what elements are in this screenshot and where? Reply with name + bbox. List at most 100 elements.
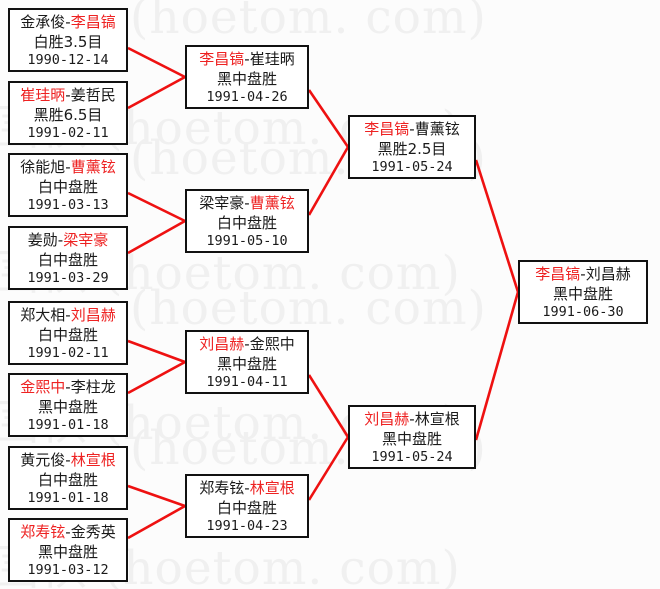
- match-players: 黄元俊-林宣根: [10, 451, 126, 471]
- match-players: 姜勋-梁宰豪: [10, 231, 126, 251]
- match-result: 黑中盘胜: [381, 429, 442, 448]
- match-date: 1991-03-12: [27, 562, 109, 578]
- match-players: 郑寿铉-林宣根: [187, 479, 307, 499]
- connector-line: [127, 504, 186, 540]
- player-loser: 姜哲民: [70, 86, 116, 104]
- player-winner: 郑寿铉: [20, 523, 66, 541]
- match-date: 1991-01-18: [27, 490, 109, 506]
- match-result: 白中盘胜: [37, 250, 98, 269]
- match-players: 崔珪昞-姜哲民: [10, 86, 126, 106]
- match-result: 黑中盘胜: [216, 354, 277, 373]
- player-winner: 林宣根: [249, 479, 295, 497]
- player-loser: 李柱龙: [70, 378, 116, 396]
- player-winner: 崔珪昞: [20, 86, 66, 104]
- player-loser: 梁宰豪: [199, 194, 245, 212]
- connector-line: [127, 339, 186, 364]
- player-winner: 李昌镐: [535, 265, 581, 283]
- match-result: 黑胜6.5目: [33, 105, 103, 124]
- match-date: 1991-01-18: [27, 417, 109, 433]
- match-players: 徐能旭-曹薰铉: [10, 158, 126, 178]
- player-separator: -: [409, 410, 415, 428]
- match-players: 刘昌赫-金熙中: [187, 335, 307, 355]
- connector-line: [127, 46, 186, 79]
- match-date: 1991-04-23: [206, 518, 288, 534]
- match-players: 李昌镐-刘昌赫: [520, 265, 646, 285]
- match-players: 郑大相-刘昌赫: [10, 306, 126, 326]
- match-players: 郑寿铉-金秀英: [10, 523, 126, 543]
- player-separator: -: [244, 50, 250, 68]
- connector-line: [307, 146, 350, 216]
- player-separator: -: [244, 194, 250, 212]
- match-result: 黑中盘胜: [552, 284, 613, 303]
- player-separator: -: [244, 335, 250, 353]
- player-loser: 金熙中: [249, 335, 295, 353]
- player-winner: 李昌镐: [199, 50, 245, 68]
- match-result: 白中盘胜: [216, 498, 277, 517]
- player-loser: 姜勋: [27, 231, 58, 249]
- player-separator: -: [65, 523, 71, 541]
- connector-line: [127, 191, 186, 223]
- player-separator: -: [580, 265, 586, 283]
- connector-line: [474, 159, 520, 293]
- player-loser: 崔珪昞: [249, 50, 295, 68]
- player-loser: 曹薰铉: [414, 120, 460, 138]
- connector-line: [127, 75, 186, 110]
- player-separator: -: [65, 306, 71, 324]
- match-result: 黑胜2.5目: [377, 139, 447, 158]
- player-loser: 林宣根: [414, 410, 460, 428]
- match-date: 1991-05-24: [371, 159, 453, 175]
- player-loser: 郑寿铉: [199, 479, 245, 497]
- player-winner: 刘昌赫: [70, 306, 116, 324]
- player-winner: 曹薰铉: [249, 194, 295, 212]
- match-date: 1991-06-30: [542, 304, 624, 320]
- player-loser: 黄元俊: [20, 451, 66, 469]
- connector-line: [307, 374, 350, 438]
- player-winner: 林宣根: [70, 451, 116, 469]
- match-result: 白中盘胜: [216, 213, 277, 232]
- match-result: 白中盘胜: [37, 470, 98, 489]
- player-winner: 李昌镐: [70, 13, 116, 31]
- connector-line: [307, 89, 350, 148]
- match-date: 1991-05-10: [206, 233, 288, 249]
- connector-line: [474, 291, 520, 441]
- player-winner: 曹薰铉: [70, 158, 116, 176]
- connector-line: [127, 360, 186, 395]
- match-result: 黑中盘胜: [37, 397, 98, 416]
- match-players: 金承俊-李昌镐: [10, 13, 126, 33]
- player-winner: 刘昌赫: [199, 335, 245, 353]
- match-result: 黑中盘胜: [216, 69, 277, 88]
- match-date: 1991-03-29: [27, 270, 109, 286]
- match-players: 刘昌赫-林宣根: [350, 410, 474, 430]
- player-separator: -: [65, 451, 71, 469]
- player-loser: 金承俊: [20, 13, 66, 31]
- match-date: 1991-05-24: [371, 449, 453, 465]
- player-separator: -: [409, 120, 415, 138]
- match-players: 李昌镐-崔珪昞: [187, 50, 307, 70]
- match-players: 金熙中-李柱龙: [10, 378, 126, 398]
- player-separator: -: [65, 13, 71, 31]
- connector-line: [127, 484, 186, 508]
- player-separator: -: [244, 479, 250, 497]
- match-date: 1990-12-14: [27, 52, 109, 68]
- player-loser: 徐能旭: [20, 158, 66, 176]
- player-winner: 刘昌赫: [364, 410, 410, 428]
- match-result: 白中盘胜: [37, 177, 98, 196]
- match-date: 1991-04-26: [206, 89, 288, 105]
